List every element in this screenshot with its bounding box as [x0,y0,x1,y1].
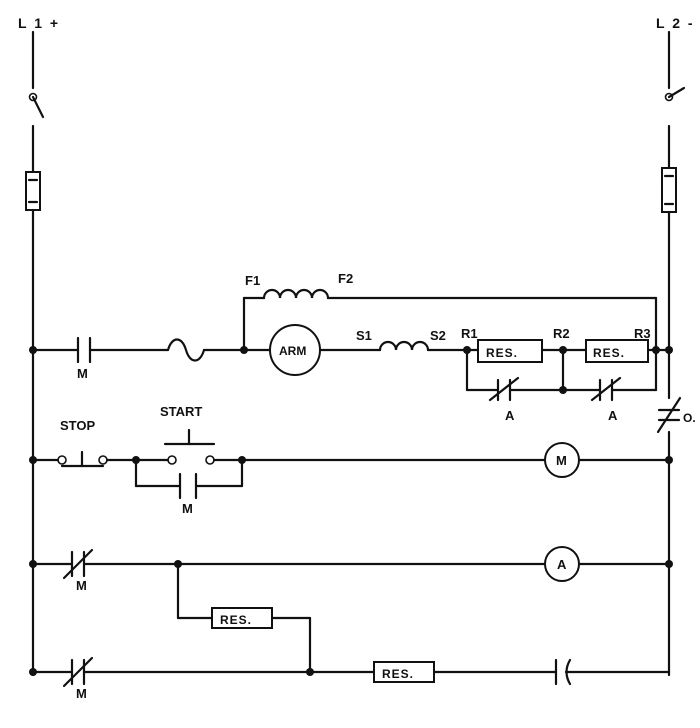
l2-disconnect-switch [667,86,686,99]
accel-contact-1-label: A [505,408,515,423]
main-contactor-coil-label: M [556,453,567,468]
tap-r3-label: R3 [634,326,651,341]
l2-fuse [661,167,677,213]
main-contact-m-rung3-label: M [76,578,87,593]
shunt-field-f2-label: F2 [338,271,353,286]
seal-in-contact-label: M [182,501,193,516]
l2-rail [661,30,686,677]
l1-rail [25,30,45,677]
series-field-s1-label: S1 [356,328,372,343]
main-contact-m1 [76,336,92,364]
start-resistor-1-label: RES. [486,346,518,360]
l2-rail-label: L 2 - [656,15,695,31]
shunt-field-coil [262,288,330,300]
power-fuse [166,338,206,362]
timer-coil-label: A [557,557,567,572]
accel-contact-2-label: A [608,408,618,423]
start-pushbutton [163,428,216,465]
series-field-s2-label: S2 [430,328,446,343]
shunt-field-f1-label: F1 [245,273,260,288]
stop-pushbutton-label: STOP [60,418,95,433]
armature-label: ARM [279,344,306,358]
overload-contact [656,396,682,434]
l1-fuse [25,171,41,211]
overload-contact-label: O. [683,411,696,425]
l1-rail-label: L 1 + [18,15,60,31]
series-field-coil [378,340,430,352]
branch-resistor-label: RES. [220,613,252,627]
start-resistor-2-label: RES. [593,346,625,360]
tap-r2-label: R2 [553,326,570,341]
tap-r1-label: R1 [461,326,478,341]
stop-pushbutton [57,450,108,468]
l1-disconnect-switch [31,95,45,119]
seal-in-contact-m [178,472,198,500]
discharge-resistor-label: RES. [382,667,414,681]
main-contact-m1-label: M [77,366,88,381]
rung-control: STOP START M M [29,404,673,516]
rung-timer: M A RES. [29,546,673,674]
rung-bottom: M RES. [29,656,671,701]
main-contact-m-rung4-label: M [76,686,87,701]
start-pushbutton-label: START [160,404,202,419]
rung-power: M F1 F2 ARM S1 S2 RES. RES. R1 R2 R3 [29,271,673,423]
